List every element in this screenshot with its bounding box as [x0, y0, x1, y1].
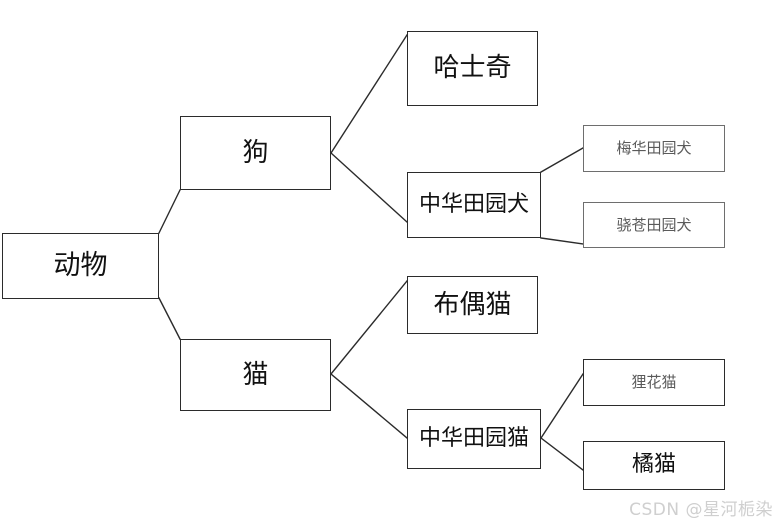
node-xiaocang-dog[interactable]: 骁苍田园犬	[583, 202, 725, 248]
edge-dog-husky	[330, 34, 408, 154]
node-animal-label: 动物	[53, 250, 108, 282]
node-ragdoll-label: 布偶猫	[433, 289, 512, 320]
edge-dog-chinesedog	[330, 152, 408, 223]
edge-cat-ragdoll	[330, 280, 408, 375]
node-chinese-cat[interactable]: 中华田园猫	[407, 409, 541, 469]
watermark: CSDN @星河栀染	[629, 500, 773, 520]
node-dog-label: 狗	[242, 137, 269, 168]
node-ragdoll[interactable]: 布偶猫	[407, 276, 538, 334]
node-orange-cat-label: 橘猫	[631, 452, 676, 478]
node-cat[interactable]: 猫	[180, 339, 331, 411]
edge-cat-chinesecat	[330, 373, 408, 439]
node-husky[interactable]: 哈士奇	[407, 31, 538, 106]
node-chinese-dog[interactable]: 中华田园犬	[407, 172, 541, 238]
node-husky-label: 哈士奇	[433, 53, 512, 84]
edge-animal-dog	[158, 189, 181, 234]
node-animal[interactable]: 动物	[2, 233, 159, 299]
edge-chinesedog-xiaocang	[540, 237, 584, 245]
edge-chinesecat-lihua	[540, 373, 584, 439]
edge-chinesedog-meihua	[540, 147, 584, 173]
node-xiaocang-dog-label: 骁苍田园犬	[616, 215, 692, 234]
node-lihua-cat-label: 狸花猫	[631, 373, 677, 392]
node-dog[interactable]: 狗	[180, 116, 331, 190]
node-chinese-dog-label: 中华田园犬	[418, 191, 529, 217]
node-meihua-dog-label: 梅华田园犬	[616, 139, 692, 158]
node-orange-cat[interactable]: 橘猫	[583, 441, 725, 490]
edge-animal-cat	[158, 297, 181, 340]
node-lihua-cat[interactable]: 狸花猫	[583, 359, 725, 406]
node-chinese-cat-label: 中华田园猫	[418, 425, 529, 451]
edge-chinesecat-orange	[540, 437, 584, 471]
node-cat-label: 猫	[242, 359, 269, 390]
node-meihua-dog[interactable]: 梅华田园犬	[583, 125, 725, 172]
